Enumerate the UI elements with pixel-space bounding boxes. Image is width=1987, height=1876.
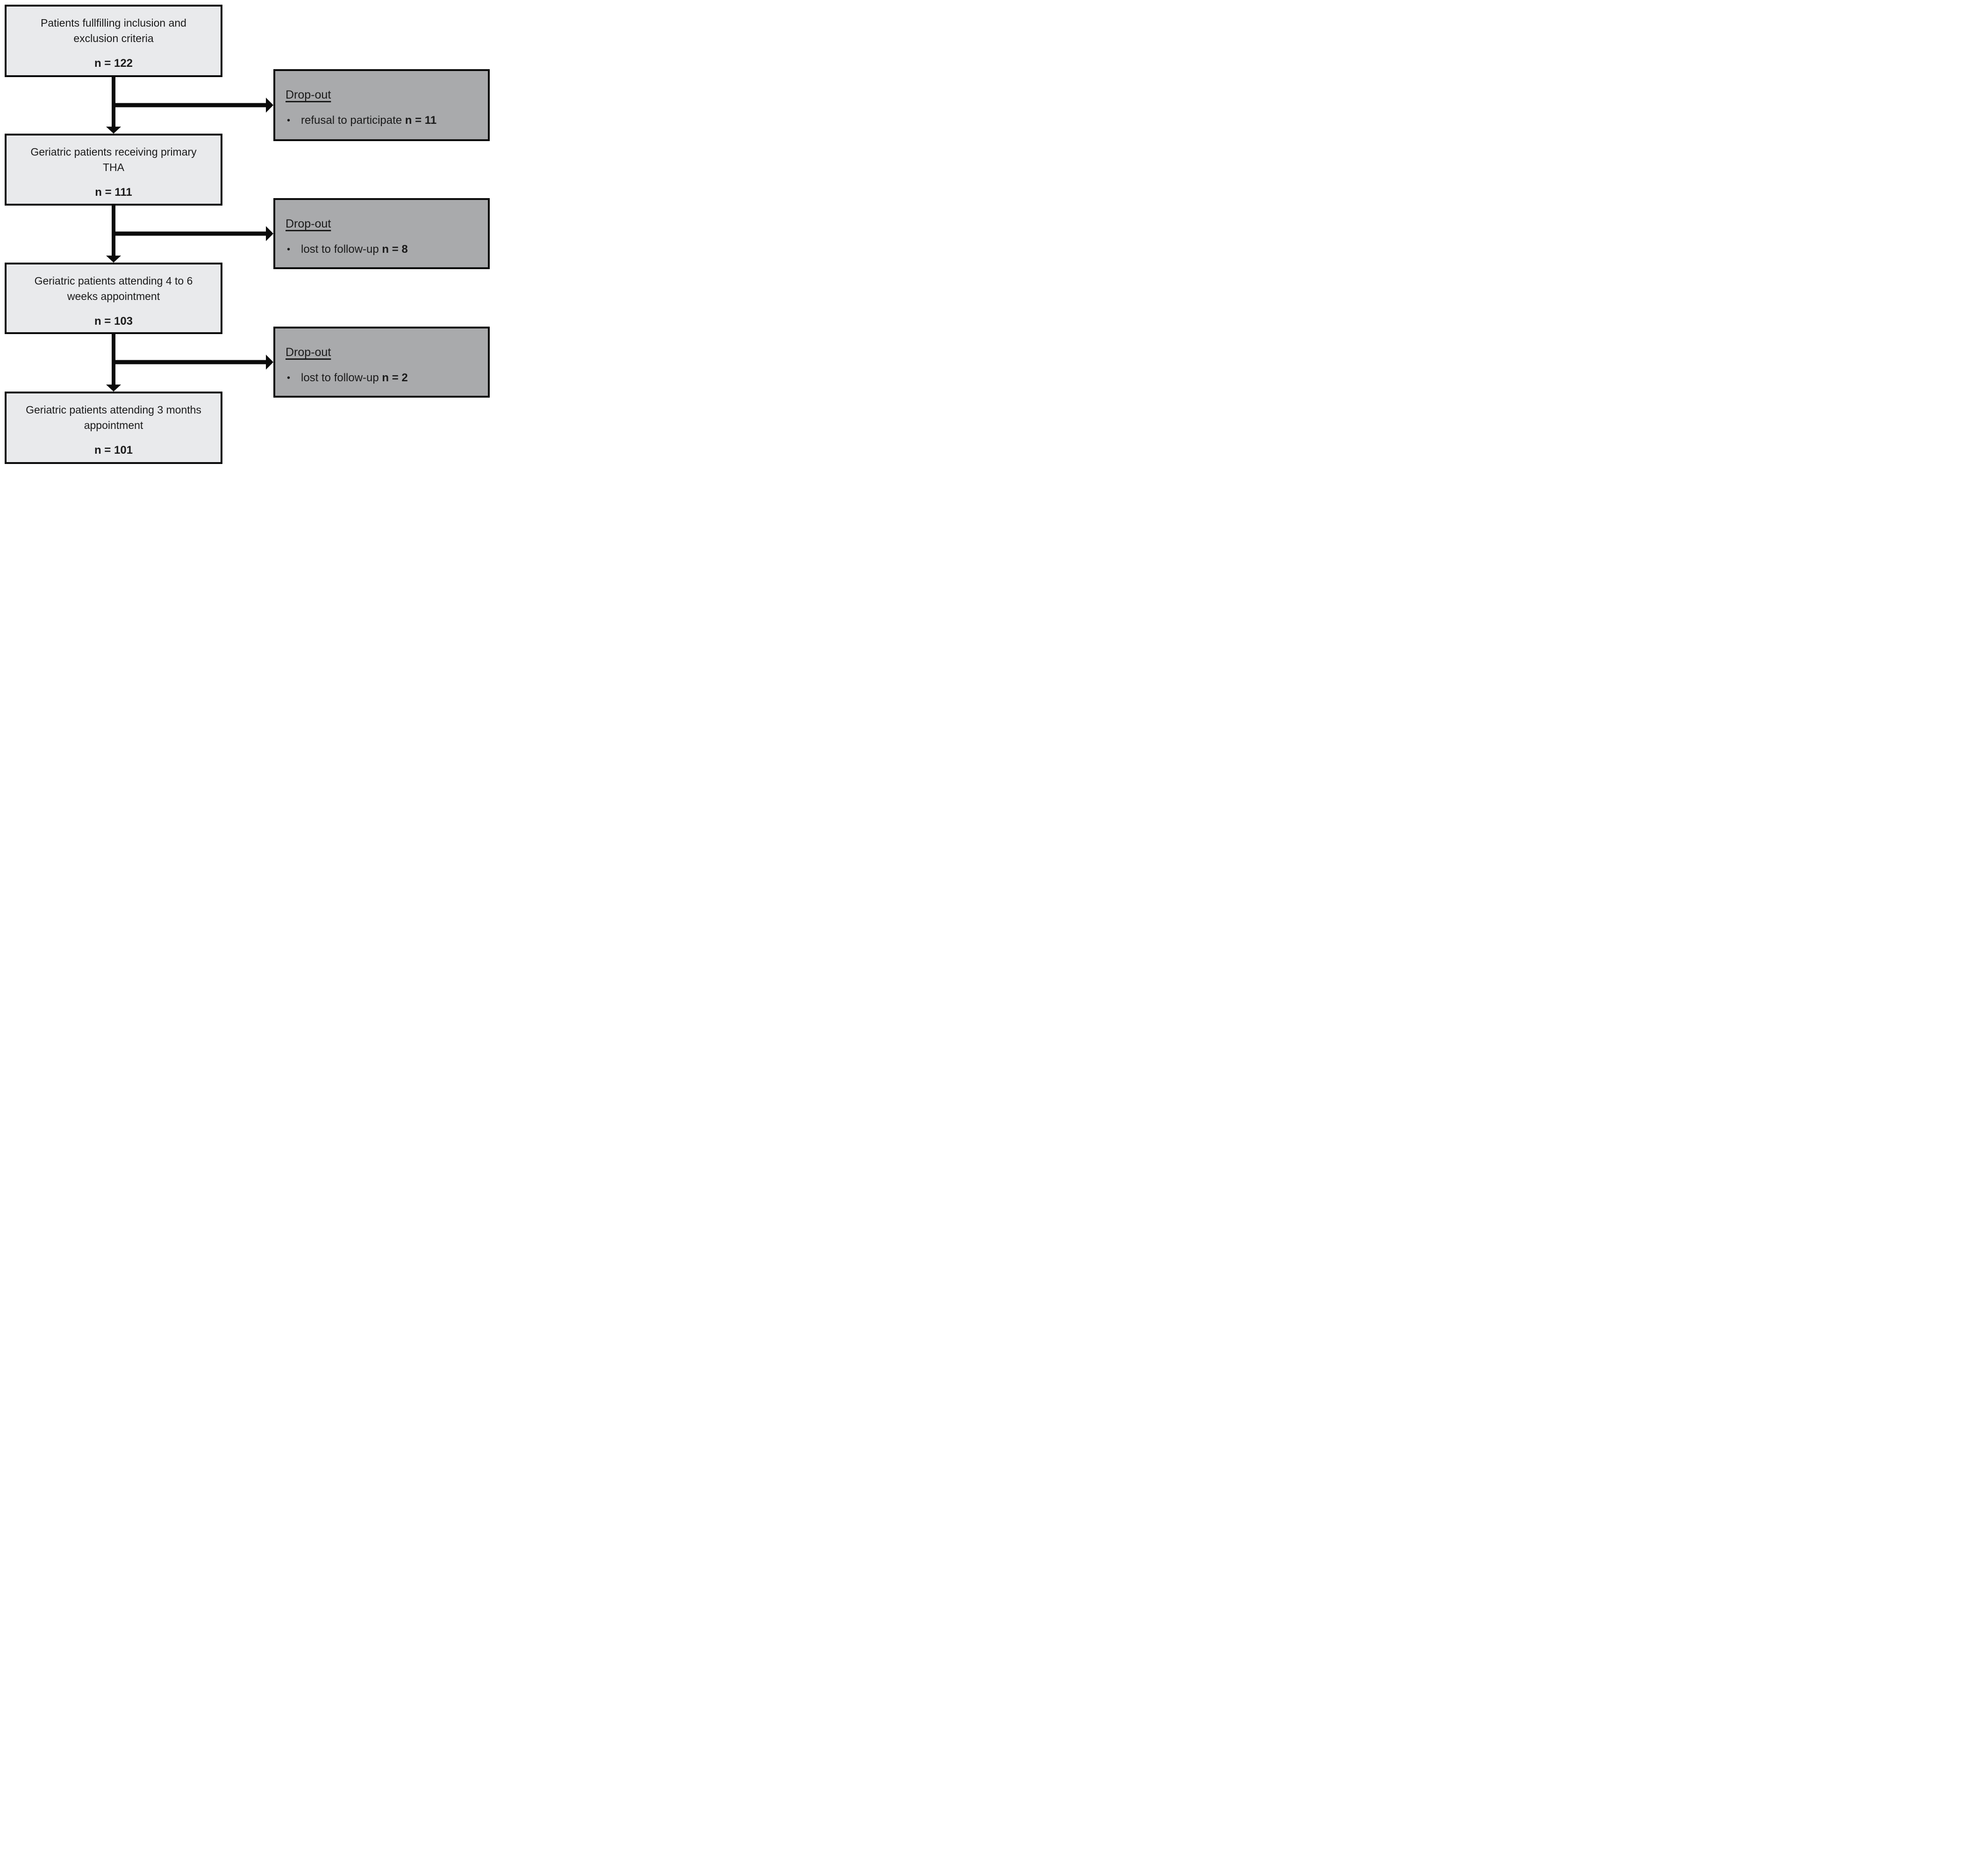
n-count-label: n = 103 [94,315,133,328]
flow-arrows [106,77,273,392]
n-count-label: n = 111 [95,186,132,199]
arrowhead-down-icon [106,385,121,392]
dropout-reason-item: • lost to follow-up n = 8 [286,242,479,257]
dropout-reason-text: lost to follow-up n = 8 [301,242,408,257]
dropout-box-2: Drop-out • lost to follow-up n = 8 [273,198,490,269]
bullet-icon: • [287,115,291,126]
arrowhead-right-icon [266,355,273,370]
stage-box-3-months: Geriatric patients attending 3 months ap… [5,392,222,464]
stage-title: Geriatric patients attending 4 to 6 week… [34,275,193,302]
dropout-box-3: Drop-out • lost to follow-up n = 2 [273,327,490,398]
bullet-icon: • [287,373,291,383]
n-count-label: n = 122 [94,57,133,70]
dropout-n-label: n = 2 [382,371,408,384]
n-count-label: n = 101 [94,444,133,457]
patient-flow-diagram: Patients fullfilling inclusion and exclu… [0,0,497,469]
dropout-reason-item: • refusal to participate n = 11 [286,113,479,128]
dropout-reason: lost to follow-up [301,243,379,256]
stage-box-4to6-weeks: Geriatric patients attending 4 to 6 week… [5,263,222,334]
stage-box-primary-tha: Geriatric patients receiving primary THA… [5,134,222,206]
stage-box-inclusion: Patients fullfilling inclusion and exclu… [5,5,222,77]
dropout-reason-item: • lost to follow-up n = 2 [286,371,479,385]
dropout-n-label: n = 11 [405,114,437,127]
dropout-reason-text: lost to follow-up n = 2 [301,371,408,385]
bullet-icon: • [287,244,291,255]
stage-title: Geriatric patients attending 3 months ap… [26,404,201,431]
arrowhead-right-icon [266,226,273,241]
arrowhead-down-icon [106,256,121,263]
dropout-n-label: n = 8 [382,243,408,256]
dropout-title: Drop-out [286,217,331,230]
stage-title: Patients fullfilling inclusion and exclu… [41,17,186,44]
dropout-reason: refusal to participate [301,114,402,127]
arrowhead-down-icon [106,127,121,134]
dropout-box-1: Drop-out • refusal to participate n = 11 [273,69,490,141]
dropout-reason: lost to follow-up [301,371,379,384]
arrowhead-right-icon [266,98,273,113]
stage-title: Geriatric patients receiving primary THA [30,146,197,173]
dropout-title: Drop-out [286,346,331,359]
dropout-reason-text: refusal to participate n = 11 [301,113,436,128]
dropout-title: Drop-out [286,88,331,101]
